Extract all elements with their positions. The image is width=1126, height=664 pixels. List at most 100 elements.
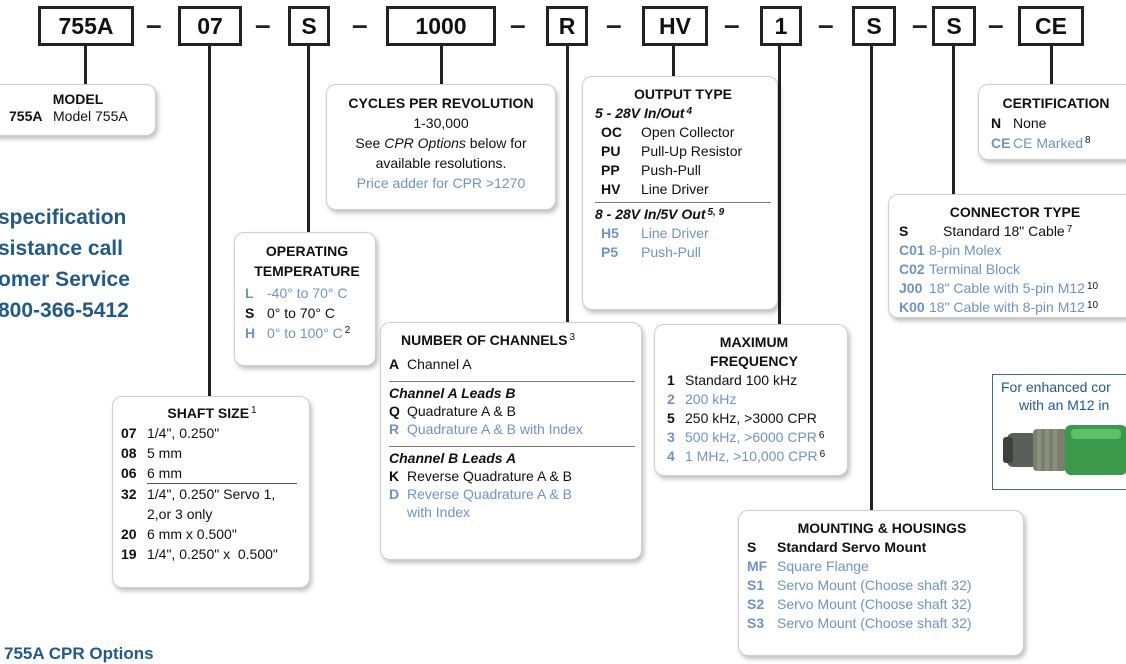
code-frequency: 1: [760, 6, 802, 46]
leader-line-certification: [1050, 46, 1053, 84]
leader-line-model: [84, 46, 87, 88]
contact-info: specification sistance call omer Service…: [0, 202, 130, 326]
contact-line: sistance call: [0, 237, 123, 260]
code-shaft: 07: [178, 6, 242, 46]
option-label-continued: 2,or 3 only: [147, 506, 213, 522]
frequency-title: MAXIMUM: [719, 334, 789, 350]
temperature-title: TEMPERATURE: [254, 263, 360, 279]
separator: –: [988, 9, 1004, 40]
separator: –: [510, 9, 526, 40]
enhanced-text: with an M12 in: [1019, 397, 1110, 413]
certification-title: CERTIFICATION: [1002, 95, 1110, 111]
leader-line-temperature: [307, 46, 310, 232]
contact-line: omer Service: [0, 268, 130, 291]
model-panel: MODEL 755A Model 755A: [0, 84, 156, 136]
frequency-title: FREQUENCY: [710, 353, 798, 369]
code-mounting: S: [852, 6, 896, 46]
cpr-range: 1-30,000: [413, 115, 469, 131]
leader-line-connector: [952, 46, 955, 194]
code-output: HV: [642, 6, 708, 46]
code-model: 755A: [38, 6, 134, 46]
option-label: Model 755A: [53, 108, 128, 124]
cpr-options-heading: 755A CPR Options: [4, 644, 154, 663]
divider: [389, 446, 635, 447]
cpr-price-adder: Price adder for CPR >1270: [356, 175, 526, 191]
cpr-panel: CYCLES PER REVOLUTION 1-30,000 See CPR O…: [326, 84, 556, 210]
contact-line: specification: [0, 206, 127, 229]
separator: –: [352, 9, 368, 40]
separator: –: [255, 9, 271, 40]
leader-line-shaft: [208, 46, 211, 396]
output-title: OUTPUT TYPE: [633, 86, 732, 102]
temperature-title: OPERATING: [265, 243, 349, 259]
code-cpr: 1000: [386, 6, 496, 46]
leader-line-output: [672, 46, 675, 76]
code-temperature: S: [288, 6, 330, 46]
option-code: 755A: [9, 108, 43, 124]
leader-line-channels: [566, 46, 569, 322]
separator: –: [912, 9, 928, 40]
divider: [595, 202, 771, 203]
leader-line-cpr: [440, 46, 443, 84]
mounting-title: MOUNTING & HOUSINGS: [797, 520, 967, 536]
separator: –: [606, 9, 622, 40]
cpr-see-note: See CPR Options below for: [355, 135, 527, 151]
separator: –: [724, 9, 740, 40]
cpr-title: CYCLES PER REVOLUTION: [348, 95, 534, 111]
list-item: L-40° to 70° C: [245, 285, 348, 301]
option-label-continued: with Index: [407, 504, 471, 520]
m12-connector-image: [1003, 425, 1126, 475]
enhanced-text: For enhanced cor: [1001, 379, 1111, 395]
leader-line-mounting: [870, 46, 873, 510]
cpr-available: available resolutions.: [375, 155, 507, 171]
separator: –: [146, 9, 162, 40]
connector-title: CONNECTOR TYPE: [949, 204, 1081, 220]
enhanced-connector-callout: For enhanced cor with an M12 in: [992, 374, 1126, 490]
channels-sub-title: Channel A Leads B: [389, 385, 516, 401]
code-channels: R: [546, 6, 588, 46]
code-connector: S: [932, 6, 976, 46]
list-item: 755A Model 755A: [9, 108, 147, 125]
